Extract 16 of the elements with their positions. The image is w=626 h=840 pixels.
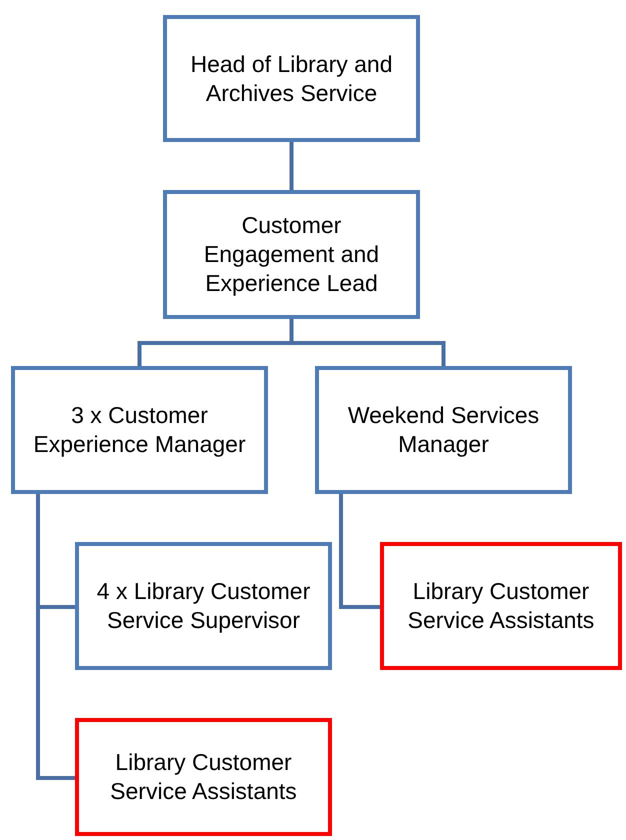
role-title: Head of Library and Archives Service (189, 50, 394, 108)
role-title: Weekend Services Manager (346, 401, 540, 459)
role-box (75, 718, 332, 836)
role-box (11, 366, 268, 494)
role-title: 3 x Customer Experience Manager (32, 401, 247, 459)
connector-line (290, 142, 294, 190)
role-box (163, 190, 420, 319)
role-box (163, 15, 420, 142)
role-title: 4 x Library Customer Service Supervisor (96, 577, 312, 635)
connector-line (339, 494, 380, 609)
role-title: Library Customer Service Assistants (109, 748, 298, 806)
role-box (315, 366, 572, 494)
role-box (75, 542, 332, 670)
role-title: Library Customer Service Assistants (406, 577, 596, 635)
role-box (380, 542, 622, 670)
role-title: Customer Engagement and Experience Lead (202, 211, 380, 298)
